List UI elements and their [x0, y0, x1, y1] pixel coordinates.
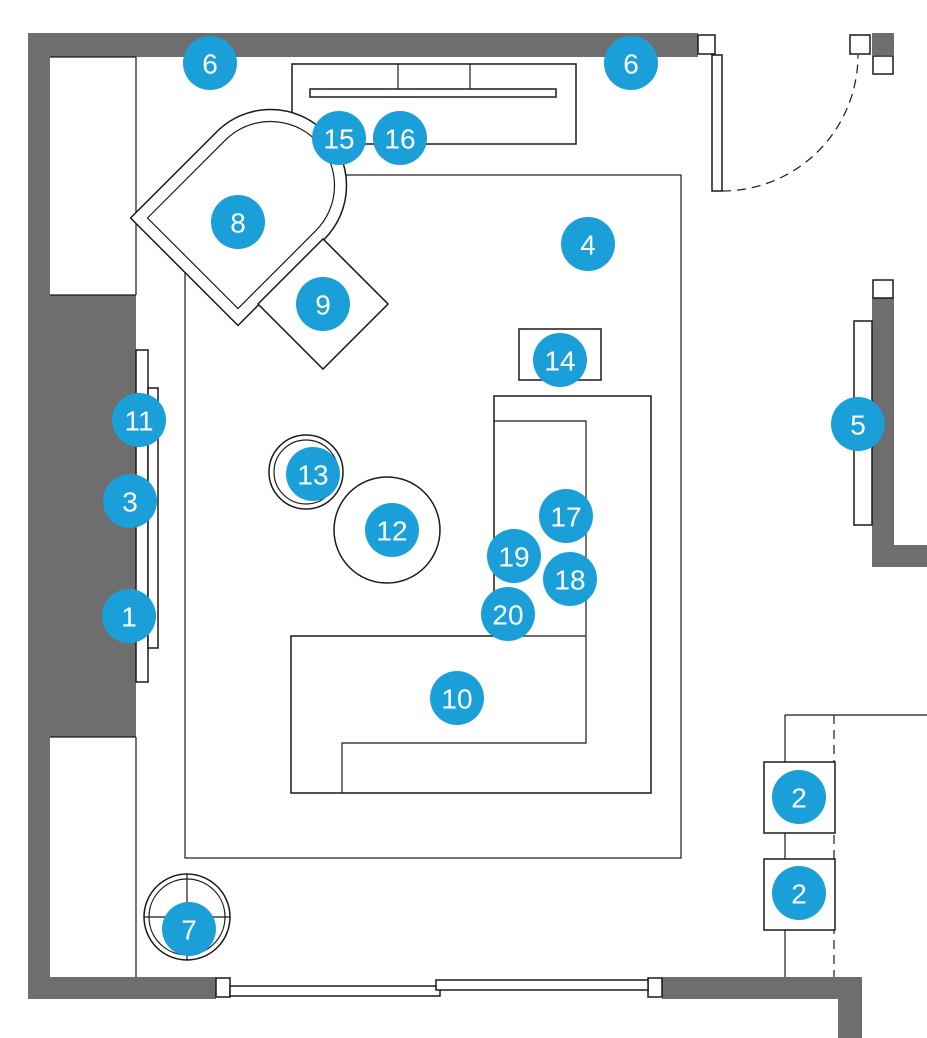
bottom-sliding-window — [229, 979, 649, 997]
marker-13[interactable]: 13 — [286, 447, 340, 501]
svg-text:6: 6 — [202, 49, 218, 80]
marker-9[interactable]: 9 — [296, 277, 350, 331]
marker-1[interactable]: 1 — [102, 589, 156, 643]
post-right-mid — [872, 279, 894, 299]
sectional-sofa — [290, 395, 652, 794]
marker-16[interactable]: 16 — [373, 111, 427, 165]
post-far-right-top — [849, 34, 871, 55]
wall-left-lower — [28, 737, 50, 999]
svg-text:9: 9 — [315, 290, 331, 321]
wall-right-corner — [872, 33, 894, 55]
entry-door — [711, 54, 859, 192]
svg-text:4: 4 — [580, 230, 596, 261]
svg-text:15: 15 — [323, 124, 354, 155]
left-alcoves — [50, 56, 137, 977]
adjacent-room — [763, 714, 927, 977]
door-leaf — [711, 54, 723, 192]
marker-12[interactable]: 12 — [365, 503, 419, 557]
wall-top — [28, 33, 698, 57]
svg-text:14: 14 — [544, 346, 575, 377]
svg-text:3: 3 — [122, 487, 138, 518]
wall-bottom-left — [28, 977, 216, 999]
marker-6-right[interactable]: 6 — [604, 36, 658, 90]
svg-text:1: 1 — [121, 602, 137, 633]
marker-6-left[interactable]: 6 — [183, 36, 237, 90]
marker-5[interactable]: 5 — [831, 397, 885, 451]
svg-text:2: 2 — [791, 879, 807, 910]
marker-18[interactable]: 18 — [543, 552, 597, 606]
svg-text:10: 10 — [441, 684, 472, 715]
wall-posts — [215, 34, 894, 998]
svg-text:6: 6 — [623, 49, 639, 80]
marker-11[interactable]: 11 — [112, 393, 166, 447]
svg-text:17: 17 — [550, 502, 581, 533]
svg-text:18: 18 — [554, 565, 585, 596]
post-top-right — [697, 34, 716, 55]
markers: 1 2 2 3 4 5 6 6 7 8 9 10 11 12 13 14 15 … — [102, 36, 885, 956]
marker-2-lower[interactable]: 2 — [772, 866, 826, 920]
marker-4[interactable]: 4 — [561, 217, 615, 271]
marker-14[interactable]: 14 — [533, 333, 587, 387]
marker-15[interactable]: 15 — [312, 111, 366, 165]
door-swing-arc — [721, 54, 859, 192]
post-bottom-right — [647, 977, 663, 998]
wall-right-return — [872, 545, 927, 567]
marker-3[interactable]: 3 — [103, 474, 157, 528]
wall-bottom-right — [662, 977, 862, 999]
marker-10[interactable]: 10 — [430, 671, 484, 725]
marker-8[interactable]: 8 — [211, 195, 265, 249]
svg-text:7: 7 — [181, 915, 197, 946]
marker-7[interactable]: 7 — [162, 902, 216, 956]
svg-text:11: 11 — [124, 406, 153, 437]
wall-left-upper — [28, 33, 50, 295]
wall-bottom-right-stub — [838, 977, 862, 1038]
svg-text:8: 8 — [230, 208, 246, 239]
marker-2-upper[interactable]: 2 — [772, 770, 826, 824]
marker-19[interactable]: 19 — [487, 529, 541, 583]
svg-text:2: 2 — [791, 783, 807, 814]
svg-text:20: 20 — [492, 600, 523, 631]
svg-text:16: 16 — [384, 124, 415, 155]
svg-text:19: 19 — [498, 542, 529, 573]
svg-text:13: 13 — [297, 460, 328, 491]
post-far-right-top-b — [872, 55, 894, 75]
marker-20[interactable]: 20 — [481, 587, 535, 641]
area-rug — [184, 174, 682, 859]
post-bottom-left — [215, 977, 231, 998]
svg-text:5: 5 — [850, 410, 866, 441]
marker-17[interactable]: 17 — [539, 489, 593, 543]
svg-text:12: 12 — [376, 516, 407, 547]
